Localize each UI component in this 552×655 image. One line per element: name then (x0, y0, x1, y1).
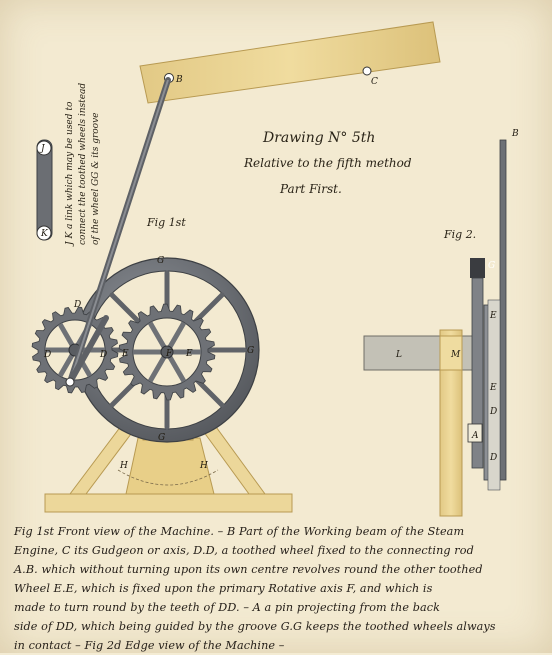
drawing-labels: B C J K G G G D D D E E F H H B G L M E … (39, 75, 519, 471)
label-l: L (395, 350, 402, 360)
caption-line: made to turn round by the teeth of DD. –… (14, 601, 440, 614)
label-e-fig2-top: E (489, 311, 497, 321)
side-note-line-1: J K a link which may be used to (65, 101, 75, 247)
label-c: C (371, 77, 378, 87)
fig1-title: Fig 1st (146, 216, 186, 229)
label-b-fig2: B (511, 129, 519, 139)
connecting-rod-ab (65, 77, 171, 387)
caption-line: in contact – Fig 2d Edge view of the Mac… (14, 639, 285, 652)
label-m: M (450, 350, 461, 360)
label-f: F (165, 349, 173, 359)
label-d-right: D (99, 350, 107, 360)
label-d-fig2-bot: D (489, 453, 497, 463)
label-g-bottom: G (158, 433, 165, 443)
label-e-right: E (185, 349, 193, 359)
fig2-title: Fig 2. (443, 228, 476, 241)
label-h-left: H (119, 461, 128, 471)
side-note: J K a link which may be used to connect … (65, 83, 101, 247)
caption-line: Engine, C its Gudgeon or axis, D.D, a to… (14, 544, 474, 557)
title-line-1: Drawing N° 5th (262, 130, 375, 146)
label-e-left: E (121, 349, 129, 359)
toothed-wheel-e (118, 303, 216, 401)
caption-block: Fig 1st Front view of the Machine. – B P… (14, 522, 542, 655)
label-g-right: G (247, 346, 254, 356)
label-d-top: D (73, 300, 81, 310)
edge-view-fig2 (363, 139, 507, 517)
label-a-fig2: A (471, 431, 479, 441)
caption-line: Wheel E.E, which is fixed upon the prima… (14, 582, 433, 595)
label-d-left: D (43, 350, 51, 360)
label-h-right: H (199, 461, 208, 471)
side-note-line-2: connect the toothed wheels instead (78, 83, 88, 245)
caption-line: A.B. which without turning upon its own … (14, 563, 483, 576)
toothed-wheel-d (31, 306, 119, 394)
label-j: J (39, 144, 46, 154)
label-k: K (40, 229, 49, 239)
label-b-beam: B (175, 75, 183, 85)
side-note-line-3: of the wheel GG & its groove (91, 113, 101, 246)
title-block: Drawing N° 5th Relative to the fifth met… (243, 130, 412, 196)
title-line-3: Part First. (279, 182, 342, 196)
label-g-top: G (157, 256, 164, 266)
gudgeon-c (362, 66, 372, 76)
title-line-2: Relative to the fifth method (243, 156, 412, 170)
link-jk (36, 139, 53, 241)
working-beam (139, 21, 441, 104)
label-g-fig2: G (488, 261, 495, 271)
caption-line: Fig 1st Front view of the Machine. – B P… (14, 525, 465, 538)
label-e-fig2-bot: E (489, 383, 497, 393)
label-d-fig2: D (489, 407, 497, 417)
caption-line: side of DD, which being guided by the gr… (14, 620, 496, 633)
